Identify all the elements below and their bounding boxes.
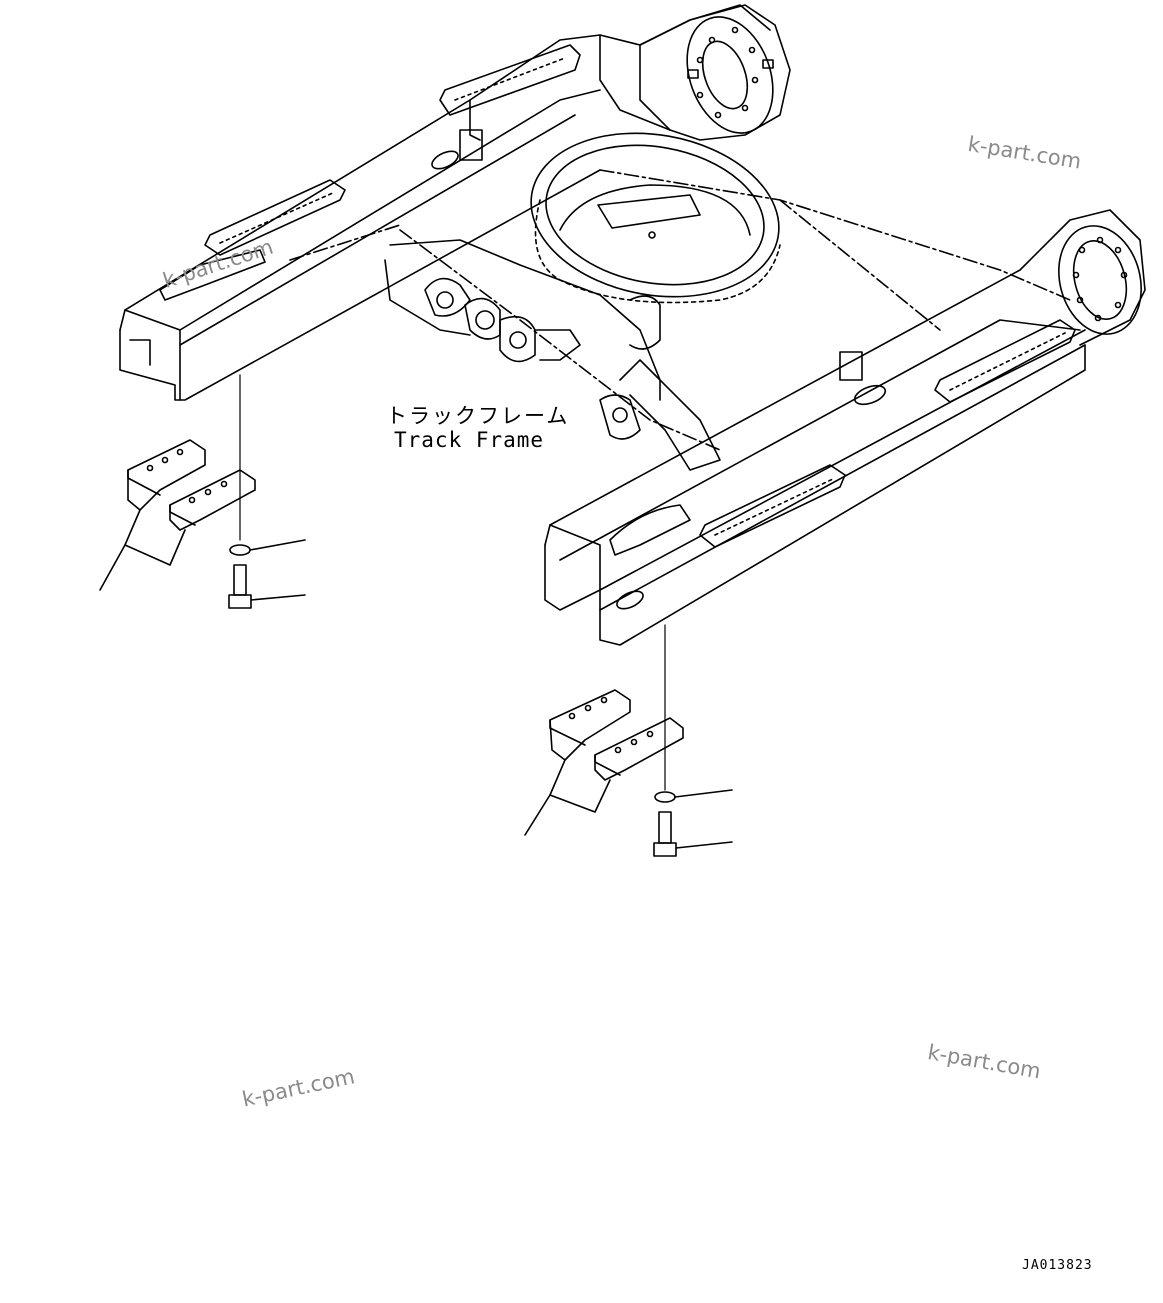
left-guard-parts (99, 374, 306, 609)
track-frame-label-english: Track Frame (394, 428, 545, 452)
track-frame-label-japanese: トラックフレーム (386, 404, 570, 428)
left-track-rail (119, 4, 771, 401)
blade-brackets (384, 239, 721, 471)
drawing-code: JA013823 (1022, 1258, 1093, 1273)
drive-housing-top (599, 4, 791, 141)
right-track-rail (544, 209, 1146, 646)
right-guard-parts (524, 624, 733, 857)
